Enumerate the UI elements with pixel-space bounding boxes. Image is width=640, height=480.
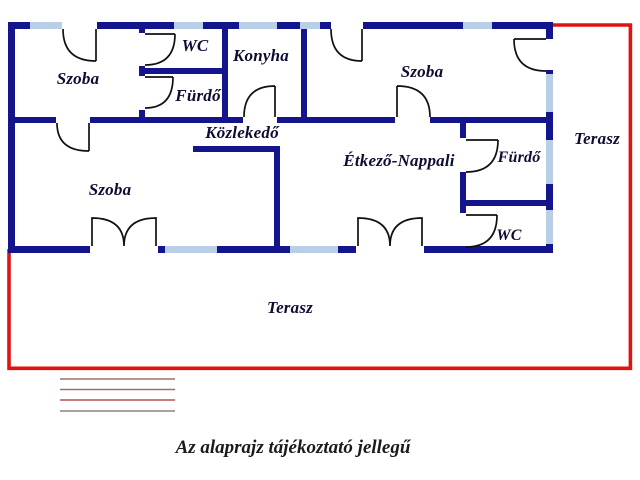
door-swings <box>56 28 547 248</box>
room-label-furdo-right: Fürdő <box>497 149 541 166</box>
room-label-wc-top: WC <box>181 36 209 55</box>
plan-disclaimer-caption: Az alaprajz tájékoztató jellegű <box>175 437 411 458</box>
room-label-wc-right: WC <box>496 227 522 244</box>
walls <box>8 22 553 253</box>
room-label-szoba-bottom-left: Szoba <box>88 180 132 199</box>
room-label-szoba-top-left: Szoba <box>56 69 100 88</box>
dimension-lines <box>60 378 175 412</box>
windows <box>30 22 553 253</box>
room-label-furdo-top: Fürdő <box>175 86 221 105</box>
room-label-kozlekedo: Közlekedő <box>205 123 279 142</box>
room-label-terasz-right: Terasz <box>574 129 620 148</box>
room-label-konyha: Konyha <box>233 46 289 65</box>
room-label-terasz-bottom: Terasz <box>267 298 313 317</box>
room-label-szoba-top-right: Szoba <box>400 62 444 81</box>
terrace-boundary-outline <box>7 23 633 371</box>
room-label-etkezo-nappali: Étkező-Nappali <box>343 151 455 170</box>
